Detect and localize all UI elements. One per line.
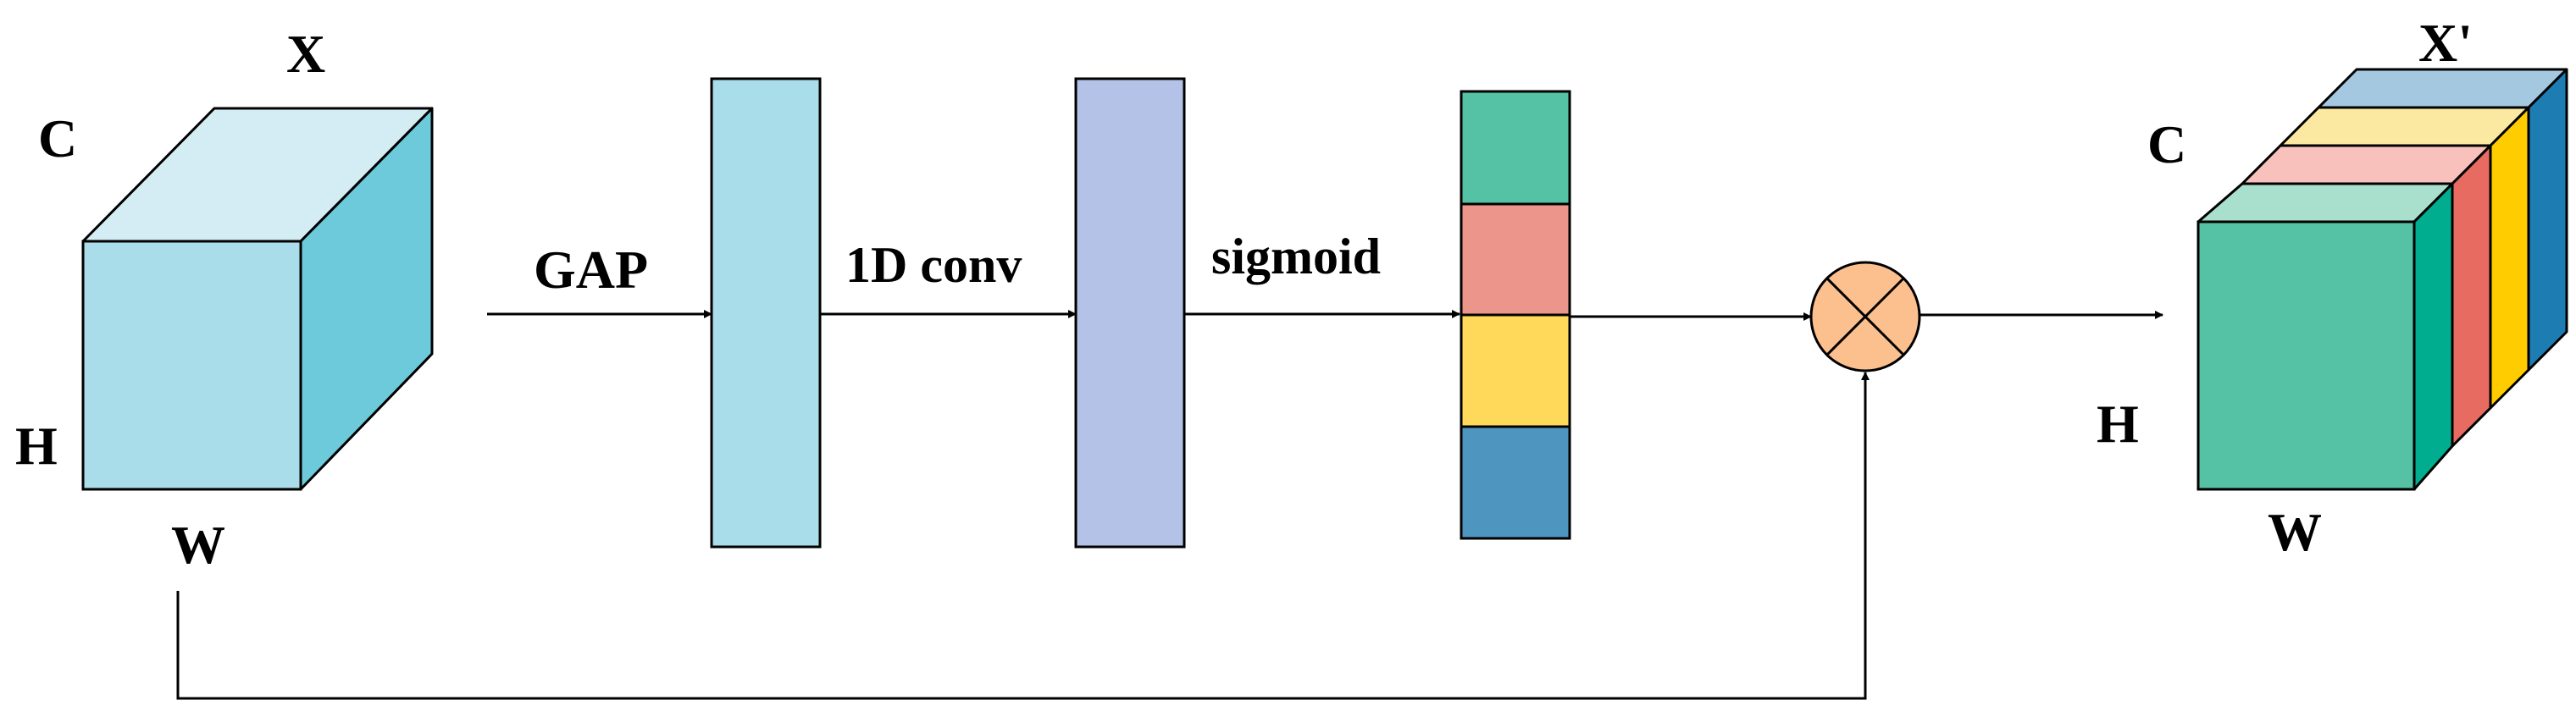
weight-segment-1 xyxy=(1460,90,1571,206)
output-width-label: W xyxy=(2268,502,2322,562)
gap-label: GAP xyxy=(534,240,648,300)
output-slice-2-top xyxy=(2279,106,2530,147)
multiply-icon xyxy=(1809,261,1921,372)
input-height-label: H xyxy=(15,416,58,476)
channel-weight-bar xyxy=(1460,90,1571,540)
weight-segment-4 xyxy=(1460,425,1571,540)
output-channel-label: C xyxy=(2147,114,2186,174)
output-slice-1-top xyxy=(2317,68,2568,109)
output-name-label: X' xyxy=(2418,13,2473,73)
output-slice-4-side xyxy=(2413,182,2454,491)
output-slice-4-top xyxy=(2197,182,2454,223)
output-cube xyxy=(2197,68,2568,491)
input-cube xyxy=(81,107,434,491)
input-cube-front xyxy=(81,240,302,491)
sigmoid-label: sigmoid xyxy=(1211,229,1381,284)
output-height-label: H xyxy=(2097,394,2139,454)
weight-segment-3 xyxy=(1460,313,1571,428)
conv-vector-bar xyxy=(1074,77,1186,549)
weight-segment-2 xyxy=(1460,202,1571,317)
input-channel-label: C xyxy=(38,108,77,168)
gap-vector-bar xyxy=(710,77,822,549)
skip-connection-arrow xyxy=(176,372,1870,700)
output-slice-1-side xyxy=(2527,68,2568,372)
output-slice-3-side xyxy=(2451,144,2492,448)
output-slice-3-top xyxy=(2241,144,2492,185)
conv-label: 1D conv xyxy=(845,237,1022,293)
output-cube-front xyxy=(2197,220,2416,491)
output-slice-2-side xyxy=(2489,106,2530,410)
input-width-label: W xyxy=(171,515,225,575)
input-name-label: X xyxy=(286,24,325,84)
